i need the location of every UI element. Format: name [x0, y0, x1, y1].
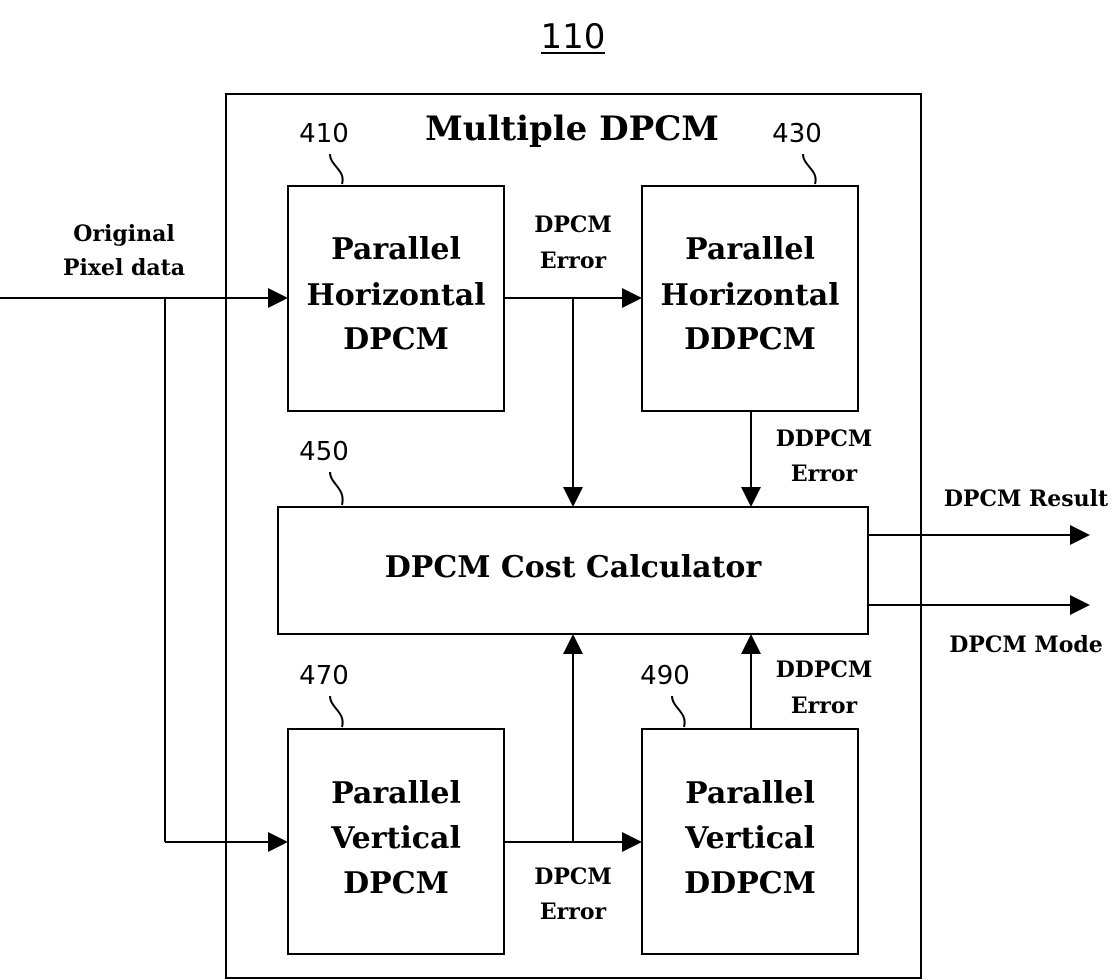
- ddpcm-error-bottom-label-line-1: DDPCM: [776, 657, 873, 683]
- dpcm-mode-label: DPCM Mode: [949, 632, 1103, 658]
- dpcm-error-bottom-label-line-1: DPCM: [534, 864, 611, 890]
- dpcm-error-bottom-label-line-2: Error: [540, 899, 607, 925]
- block-430-box: [641, 185, 859, 412]
- block-450-dpcm-cost-calculator: DPCM Cost Calculator: [277, 506, 869, 635]
- block-490-parallel-vertical-ddpcm: Parallel Vertical DDPCM: [641, 728, 859, 955]
- dpcm-error-top-label-line-2: Error: [540, 248, 607, 274]
- ref-430-leader: [802, 153, 817, 185]
- block-470-line-2: Vertical: [330, 821, 461, 856]
- block-490-line-3: DDPCM: [684, 866, 816, 901]
- dpcm-mode-arrowhead: [1070, 595, 1090, 615]
- dpcm-error-top-arrowhead: [622, 288, 642, 308]
- ref-490: 490: [640, 661, 690, 691]
- block-410-line-1: Parallel: [331, 232, 461, 267]
- block-410-parallel-horizontal-dpcm: Parallel Horizontal DPCM: [287, 185, 505, 412]
- block-410-box: [287, 185, 505, 412]
- input-arrowhead: [268, 288, 288, 308]
- ddpcm-error-top-arrowhead: [741, 487, 761, 507]
- dpcm-error-top-branch-arrowhead: [563, 487, 583, 507]
- ref-450-leader: [329, 471, 344, 506]
- block-450-box: [277, 506, 869, 635]
- block-430-parallel-horizontal-ddpcm: Parallel Horizontal DDPCM: [641, 185, 859, 412]
- dpcm-result-arrowhead: [1070, 525, 1090, 545]
- block-430-line-2: Horizontal: [660, 278, 839, 313]
- block-490-line-2: Vertical: [684, 821, 815, 856]
- ref-450: 450: [299, 437, 349, 467]
- block-410-line-3: DPCM: [343, 322, 449, 357]
- block-470-box: [287, 728, 505, 955]
- block-410-line-2: Horizontal: [306, 278, 485, 313]
- block-430-line-3: DDPCM: [684, 322, 816, 357]
- ref-430: 430: [772, 119, 822, 149]
- dpcm-result-label: DPCM Result: [944, 486, 1109, 512]
- ref-410-leader: [329, 153, 344, 185]
- input-label-line-1: Original: [73, 221, 174, 247]
- ref-410: 410: [299, 119, 349, 149]
- input-label-line-2: Pixel data: [63, 255, 185, 281]
- ref-470: 470: [299, 661, 349, 691]
- figure-number: 110: [541, 17, 606, 57]
- dpcm-error-top-label-line-1: DPCM: [534, 212, 611, 238]
- block-450-label: DPCM Cost Calculator: [385, 550, 763, 585]
- dpcm-error-bottom-branch-arrowhead: [563, 634, 583, 654]
- block-490-box: [641, 728, 859, 955]
- ddpcm-error-top-label-line-1: DDPCM: [776, 426, 873, 452]
- ddpcm-error-bottom-arrowhead: [741, 634, 761, 654]
- dpcm-error-bottom-arrowhead: [622, 832, 642, 852]
- ref-490-leader: [671, 695, 686, 728]
- ref-470-leader: [329, 695, 344, 728]
- container-title: Multiple DPCM: [425, 109, 719, 149]
- ddpcm-error-bottom-label-line-2: Error: [791, 693, 858, 719]
- block-470-line-3: DPCM: [343, 866, 449, 901]
- block-470-line-1: Parallel: [331, 776, 461, 811]
- ddpcm-error-top-label-line-2: Error: [791, 461, 858, 487]
- block-470-parallel-vertical-dpcm: Parallel Vertical DPCM: [287, 728, 505, 955]
- input-branch-arrowhead: [268, 832, 288, 852]
- block-430-line-1: Parallel: [685, 232, 815, 267]
- block-490-line-1: Parallel: [685, 776, 815, 811]
